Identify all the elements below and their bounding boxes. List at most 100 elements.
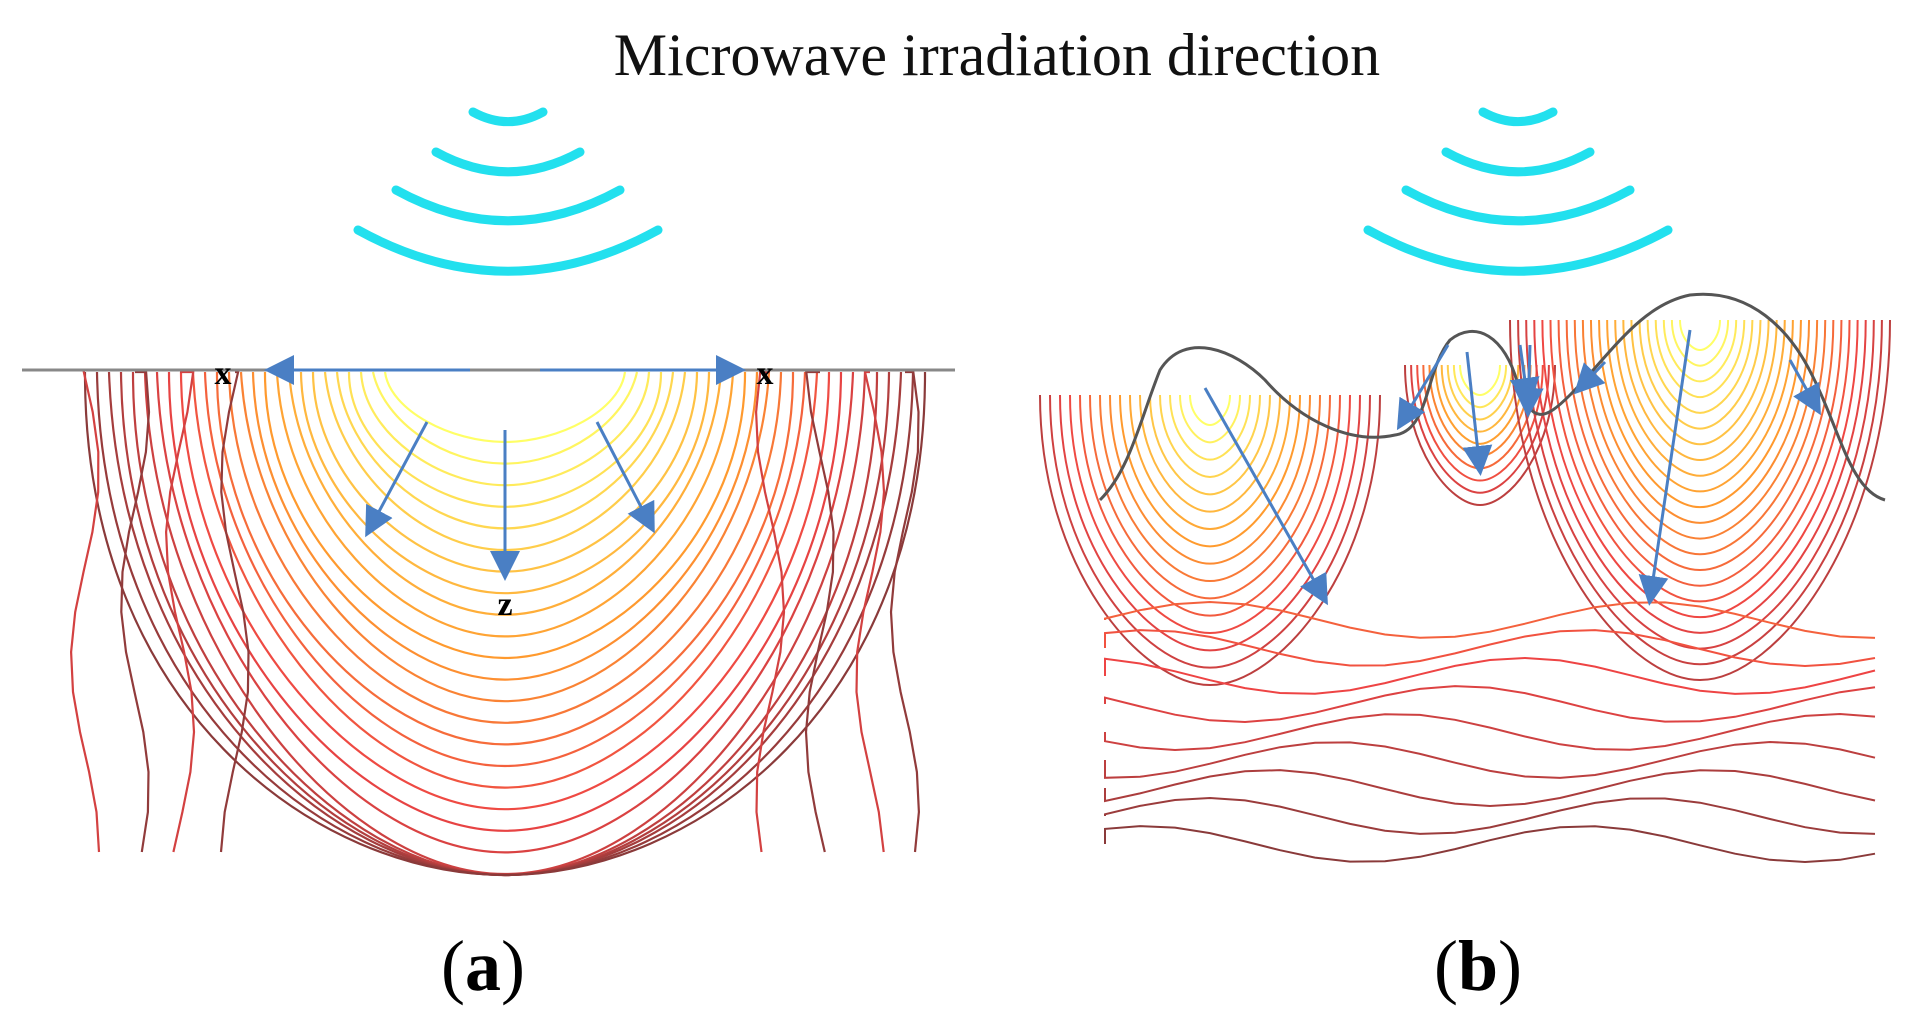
microwave-wave-icon xyxy=(353,107,663,276)
contour-line xyxy=(1104,740,1876,779)
contour-line xyxy=(1129,394,1291,531)
contour-line xyxy=(83,371,927,877)
contour-line xyxy=(1104,685,1876,724)
contour-line xyxy=(1662,319,1738,383)
contour-line xyxy=(1109,394,1311,565)
contour-line xyxy=(754,370,786,853)
arrow-icon xyxy=(1638,329,1692,606)
arrow-icon xyxy=(595,421,655,534)
arrow-icon xyxy=(1788,359,1821,416)
contour-line xyxy=(1039,394,1381,687)
contour-line xyxy=(1119,394,1301,548)
contour-line xyxy=(69,370,101,853)
contour-line xyxy=(164,370,196,853)
contour-line xyxy=(1104,769,1876,808)
contour-line xyxy=(1565,319,1835,572)
contour-line xyxy=(275,371,735,638)
contour-line xyxy=(1059,394,1361,652)
microwave-arc-4 xyxy=(1363,225,1673,276)
caption-a-letter: a xyxy=(465,926,501,1006)
contour-line xyxy=(227,371,783,724)
arrow-icon xyxy=(1573,360,1607,395)
contour-line xyxy=(167,371,843,832)
contour-line xyxy=(179,371,831,811)
contour-lines-b xyxy=(1039,319,1891,864)
contour-line xyxy=(1630,319,1770,446)
contour-line xyxy=(1104,825,1876,864)
contour-line xyxy=(1149,394,1271,496)
contour-line xyxy=(1679,319,1721,352)
contour-line xyxy=(889,370,921,853)
contour-line xyxy=(1089,394,1331,600)
contour-line xyxy=(1646,319,1754,414)
contour-line xyxy=(191,371,819,789)
contour-line xyxy=(1573,319,1827,556)
contour-line xyxy=(1670,319,1730,367)
caption-a: (a) xyxy=(441,926,525,1006)
axis-label-x-right: x xyxy=(757,355,774,392)
arrow-icon xyxy=(1203,387,1328,606)
surface-curve-b xyxy=(1098,292,1886,502)
arrows-a xyxy=(264,355,746,581)
contour-line xyxy=(1446,364,1514,421)
contour-line xyxy=(855,370,886,853)
microwave-wave-icon xyxy=(1363,107,1673,276)
contour-line xyxy=(1104,629,1876,668)
arrow-icon xyxy=(1462,351,1493,476)
contour-line xyxy=(263,371,747,660)
contour-line xyxy=(1614,319,1786,477)
contour-line xyxy=(1452,364,1508,409)
arrows-b xyxy=(1203,329,1821,606)
contour-line xyxy=(1622,319,1778,462)
contour-lines-a xyxy=(69,370,927,877)
contour-line xyxy=(804,370,835,853)
panel-b: (b) xyxy=(1039,107,1891,1006)
contour-line xyxy=(1049,394,1371,669)
contour-line xyxy=(251,371,759,681)
contour-line xyxy=(1606,319,1794,493)
contour-line xyxy=(1598,319,1802,509)
contour-line xyxy=(1440,364,1520,433)
contour-line xyxy=(1104,656,1876,695)
contour-line xyxy=(1459,364,1501,397)
contour-line xyxy=(1069,394,1351,635)
caption-b-letter: b xyxy=(1458,926,1498,1006)
axis-label-z: z xyxy=(497,586,512,623)
contour-line xyxy=(1416,364,1544,482)
contour-line xyxy=(155,371,855,854)
contour-line xyxy=(1557,319,1843,587)
microwave-arc-4 xyxy=(353,225,663,276)
microwave-arc-2 xyxy=(1441,147,1595,177)
contour-line xyxy=(1404,364,1556,507)
contour-line xyxy=(1654,319,1746,399)
contour-line xyxy=(1179,394,1241,444)
microwave-arc-1 xyxy=(1478,107,1558,127)
contour-line xyxy=(1139,394,1281,513)
microwave-arc-1 xyxy=(468,107,548,127)
contour-line xyxy=(219,370,250,853)
arrow-icon xyxy=(1513,344,1544,418)
contour-line xyxy=(1581,319,1819,540)
panel-a: x x z (a) xyxy=(22,107,955,1006)
arrow-icon xyxy=(365,421,429,538)
contour-line xyxy=(203,371,807,768)
contour-line xyxy=(1533,319,1867,634)
microwave-arc-2 xyxy=(431,147,585,177)
contour-line xyxy=(1589,319,1811,524)
contour-line xyxy=(1638,319,1762,430)
contour-line xyxy=(1517,319,1883,666)
caption-b: (b) xyxy=(1434,926,1522,1006)
microwave-arc-3 xyxy=(1401,185,1635,226)
contour-line xyxy=(299,371,711,595)
contour-line xyxy=(1104,600,1876,639)
contour-line xyxy=(1509,319,1891,682)
contour-line xyxy=(1104,712,1876,752)
contour-line xyxy=(1079,394,1341,617)
contour-line xyxy=(1549,319,1851,603)
contour-line xyxy=(1541,319,1859,619)
contour-line xyxy=(215,371,795,746)
arrow-icon xyxy=(1396,344,1450,431)
contour-line xyxy=(239,371,771,703)
axis-label-x-left: x xyxy=(215,355,232,392)
